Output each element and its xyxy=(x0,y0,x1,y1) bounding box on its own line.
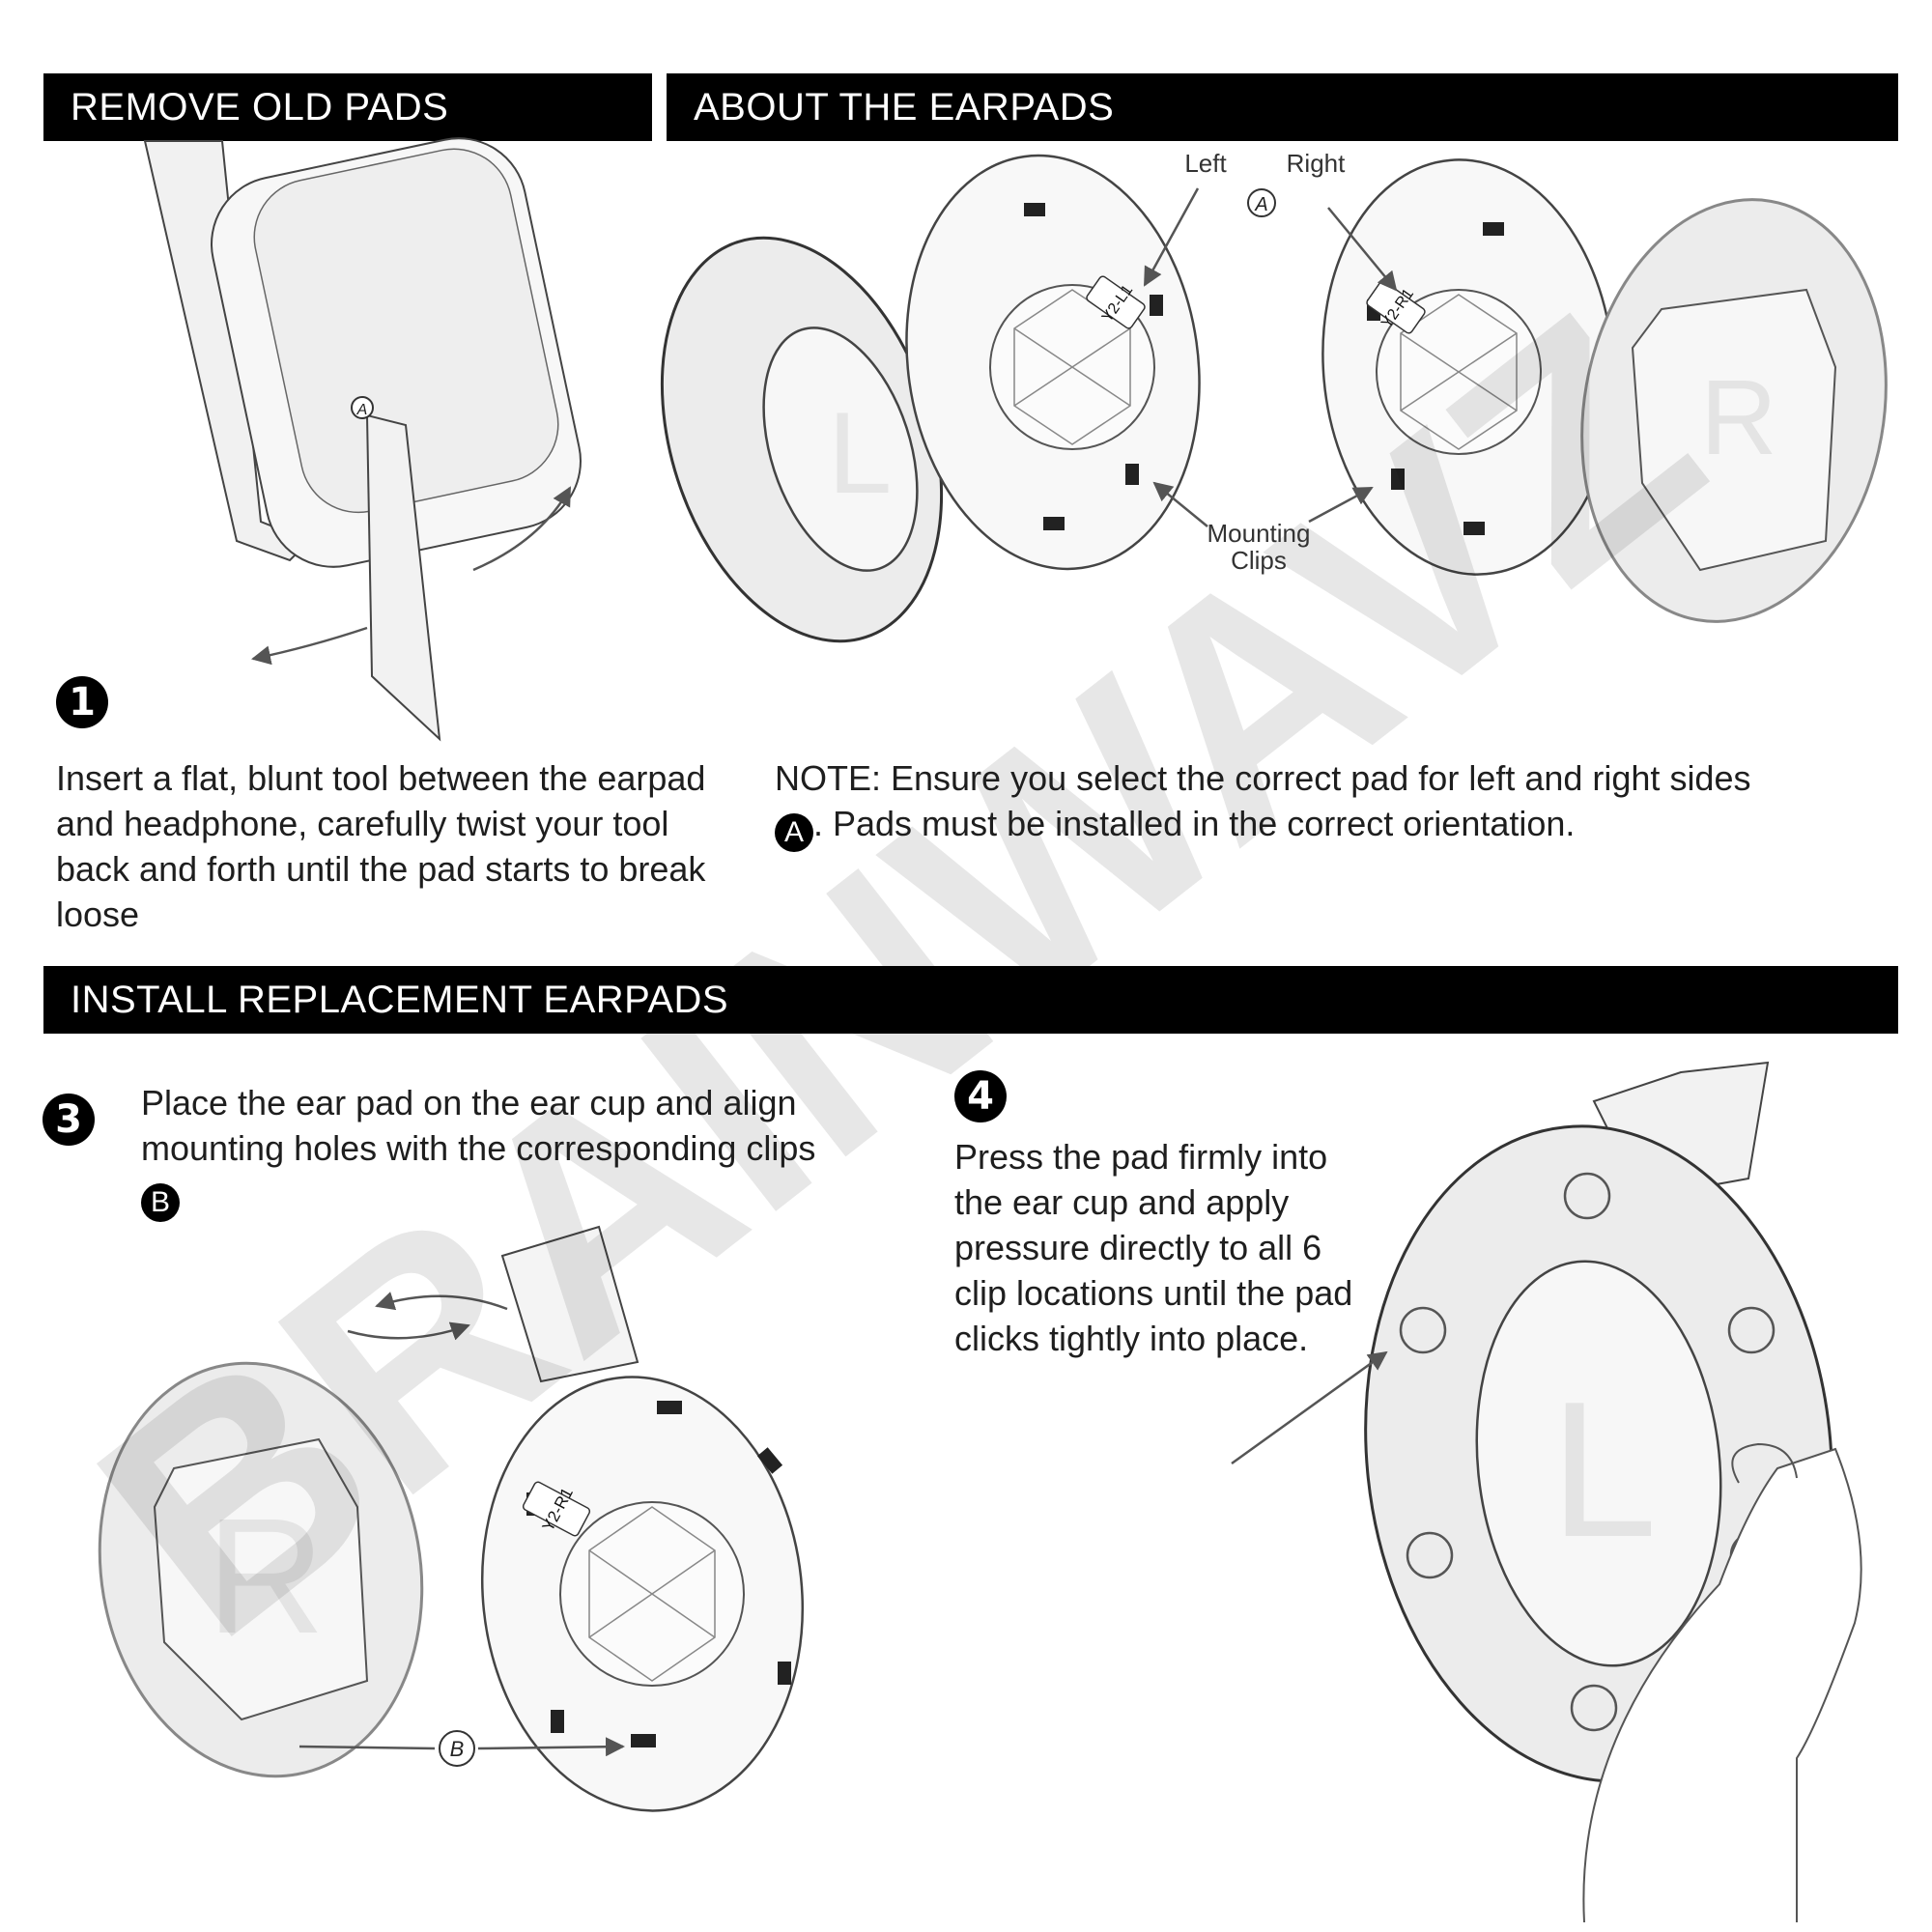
step-3-text: Place the ear pad on the ear cup and ali… xyxy=(141,1080,914,1222)
install-step3-illustration: R Y2-R1 B xyxy=(98,1225,805,1812)
label-right: Right xyxy=(1286,149,1346,178)
step-1-text: Insert a flat, blunt tool between the ea… xyxy=(56,758,706,934)
callout-a-circle-about xyxy=(1247,188,1276,217)
remove-pads-illustration: A xyxy=(143,137,582,742)
section-header-remove: REMOVE OLD PADS xyxy=(43,73,652,141)
twist-arrow-left xyxy=(251,626,368,666)
step-3-b-badge: B xyxy=(141,1183,180,1222)
step-4-badge: 4 xyxy=(954,1070,1007,1122)
step-3-badge: 3 xyxy=(43,1094,95,1146)
about-earpads-illustration: L Y2-L1 Y2-R1 R A xyxy=(660,154,1888,643)
step-1-badge: 1 xyxy=(56,676,108,728)
svg-text:L: L xyxy=(1549,1362,1657,1577)
section-header-install: INSTALL REPLACEMENT EARPADS xyxy=(43,966,1898,1034)
svg-text:B: B xyxy=(450,1737,465,1761)
callout-a-circle xyxy=(351,396,374,419)
label-mounting-clips: Mounting Clips xyxy=(1207,519,1311,575)
svg-text:A: A xyxy=(356,402,368,418)
svg-text:R: R xyxy=(207,1485,326,1668)
step-4-text: Press the pad firmly into the ear cup an… xyxy=(954,1137,1353,1358)
install-step4-illustration: L xyxy=(1231,1061,1862,1923)
label-left: Left xyxy=(1184,149,1227,178)
section-header-about: ABOUT THE EARPADS xyxy=(667,73,1898,141)
note-a-badge: A xyxy=(775,813,813,852)
twist-arrow-right xyxy=(472,486,572,572)
callout-b-circle xyxy=(439,1730,475,1767)
svg-text:R: R xyxy=(1700,358,1776,477)
svg-text:L: L xyxy=(828,388,893,518)
svg-text:A: A xyxy=(1254,194,1267,215)
note-text: NOTE: Ensure you select the correct pad … xyxy=(775,755,1779,852)
